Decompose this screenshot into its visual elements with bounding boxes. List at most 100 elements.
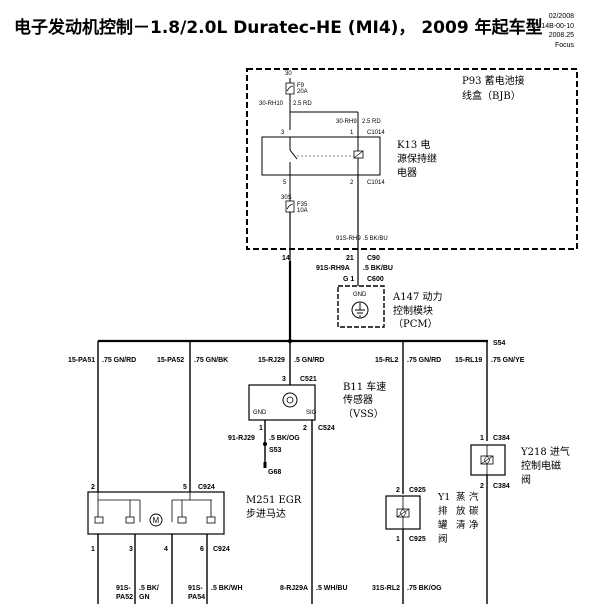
bottom-wire-1-circuit: 91S- — [116, 585, 131, 592]
fuse-f9-icon — [285, 82, 295, 95]
bus-spec-5: .75 GN/YE — [491, 357, 525, 364]
fuse-f9-pin: 30 — [285, 71, 292, 77]
y1-name-3b: 碳 — [469, 505, 479, 517]
relay-pin2: 2 — [350, 180, 354, 186]
egr-pin3: 3 — [129, 546, 133, 553]
pcm-gnd: GND — [353, 292, 367, 298]
pcm-wire-spec: .5 BK/BU — [363, 265, 393, 272]
y218-conn-bottom: C384 — [493, 483, 510, 490]
document-meta: 02/2008 303-14B-00-10 2008.25 Focus — [527, 12, 574, 50]
meta-model: Focus — [554, 41, 574, 49]
egr-conn-bottom: C924 — [213, 546, 230, 553]
vss-conn-out: C524 — [318, 425, 335, 432]
y218-conn-top: C384 — [493, 435, 510, 442]
y1-name-1d: 阀 — [438, 533, 448, 545]
relay-conn-bottom: C1014 — [367, 180, 385, 186]
bottom-wire-1-spec2: GN — [139, 594, 150, 601]
y1-name-1c: 罐 — [438, 519, 448, 531]
vss-ground-spec: .5 BK/OG — [269, 435, 300, 442]
pcm-name-line1: A147 动力 — [392, 290, 443, 303]
bottom-wire-3-spec: .5 WH/BU — [316, 585, 348, 592]
pin-g1: G 1 — [343, 276, 354, 283]
meta-date: 02/2008 — [548, 13, 574, 20]
relay-coil-icon — [353, 137, 364, 175]
wire-rh10-spec: 2.5 RD — [293, 101, 312, 107]
vss-pin3: 3 — [282, 376, 286, 383]
pcm-name-line2: 控制模块 — [393, 304, 433, 317]
page-title: 电子发动机控制－1.8/2.0L Duratec-HE (MI4)， 2009 … — [14, 18, 543, 38]
vss-pin1: 1 — [259, 425, 263, 432]
pcm-name-line3: （PCM） — [393, 318, 438, 330]
y1-pin2: 2 — [396, 487, 400, 494]
fuse-f35-label: F35 — [297, 202, 308, 208]
egr-windings-icon — [94, 492, 216, 524]
wire-rh10: 30-RH10 — [259, 101, 284, 107]
bus-circuit-4: 15-RL2 — [375, 357, 398, 364]
fuse-f35-amp: 10A — [297, 208, 308, 214]
y1-pin1: 1 — [396, 536, 400, 543]
vss-ground-wire: 91-RJ29 — [228, 435, 255, 442]
wire-out-spec: .5 BK/BU — [363, 236, 388, 242]
bjb-name-line2: 线盒（BJB） — [462, 89, 521, 102]
bus-circuit-2: 15-PA52 — [157, 357, 184, 364]
relay-switch-icon — [289, 137, 355, 175]
bottom-wire-4-circuit: 31S-RL2 — [372, 585, 400, 592]
bottom-wire-2-circuit2: PA54 — [188, 594, 205, 601]
egr-pin6: 6 — [200, 546, 204, 553]
bottom-wire-1-spec: .5 BK/ — [139, 585, 159, 592]
y218-name-line3: 阀 — [521, 473, 531, 486]
relay-pin5: 5 — [283, 180, 287, 186]
bottom-wire-2-spec: .5 BK/WH — [211, 585, 243, 592]
egr-pin1: 1 — [91, 546, 95, 553]
egr-motor-label: M — [153, 516, 160, 525]
y218-solenoid-icon — [480, 445, 494, 475]
y218-pin2: 2 — [480, 483, 484, 490]
relay-conn-top: C1014 — [367, 130, 385, 136]
vss-splice: S53 — [269, 447, 282, 454]
y218-name-line2: 控制电磁 — [521, 459, 561, 472]
pin-21: 21 — [346, 255, 354, 262]
vss-sig: SIG — [306, 410, 317, 416]
y1-name-3c: 净 — [469, 519, 479, 531]
bus-circuit-5: 15-RL19 — [455, 357, 482, 364]
relay-pin3: 3 — [281, 130, 285, 136]
bottom-wire-4-spec: .75 BK/OG — [407, 585, 442, 592]
conn-c90: C90 — [367, 255, 380, 262]
vss-conn: C521 — [300, 376, 317, 383]
bus-spec-1: .75 GN/RD — [102, 357, 136, 364]
bus-spec-2: .75 GN/BK — [194, 357, 228, 364]
conn-c600: C600 — [367, 276, 384, 283]
fuse-f35-icon — [285, 200, 295, 213]
fuse-f9-amp: 20A — [297, 89, 308, 95]
egr-pin5: 5 — [183, 484, 187, 491]
bus-spec-4: .75 GN/RD — [407, 357, 441, 364]
egr-conn-top: C924 — [198, 484, 215, 491]
vss-pin2: 2 — [303, 425, 307, 432]
motor-icon: M — [149, 513, 163, 527]
y1-name-1a: Y1 — [437, 492, 450, 503]
wire-rh9-spec: 2.5 RD — [362, 119, 381, 125]
bottom-wire-1-circuit2: PA52 — [116, 594, 133, 601]
wire-out: 91S-RH9 — [336, 236, 361, 242]
y218-pin1: 1 — [480, 435, 484, 442]
y1-name-2c: 清 — [456, 519, 466, 531]
relay-name-line3: 电器 — [397, 166, 417, 179]
relay-pin1: 1 — [350, 130, 354, 136]
bottom-wire-2-circuit: 91S- — [188, 585, 203, 592]
egr-name-line1: M251 EGR — [246, 495, 302, 506]
vss-name-line2: 传感器 — [343, 393, 373, 406]
vss-box — [248, 384, 316, 421]
vss-name-line1: B11 车速 — [343, 380, 386, 393]
ground-icon — [351, 301, 369, 319]
y1-conn-top: C925 — [409, 487, 426, 494]
y1-conn-bottom: C925 — [409, 536, 426, 543]
pcm-wire: 91S-RH9A — [316, 265, 350, 272]
bottom-wire-3-circuit: 8-RJ29A — [280, 585, 308, 592]
bjb-enclosure — [246, 68, 578, 250]
fuse-f9-label: F9 — [297, 83, 305, 89]
vss-name-line3: （VSS） — [343, 408, 384, 420]
bus-circuit-1: 15-PA51 — [68, 357, 95, 364]
bus-spec-3: .5 GN/RD — [294, 357, 324, 364]
egr-pin4: 4 — [164, 546, 168, 553]
